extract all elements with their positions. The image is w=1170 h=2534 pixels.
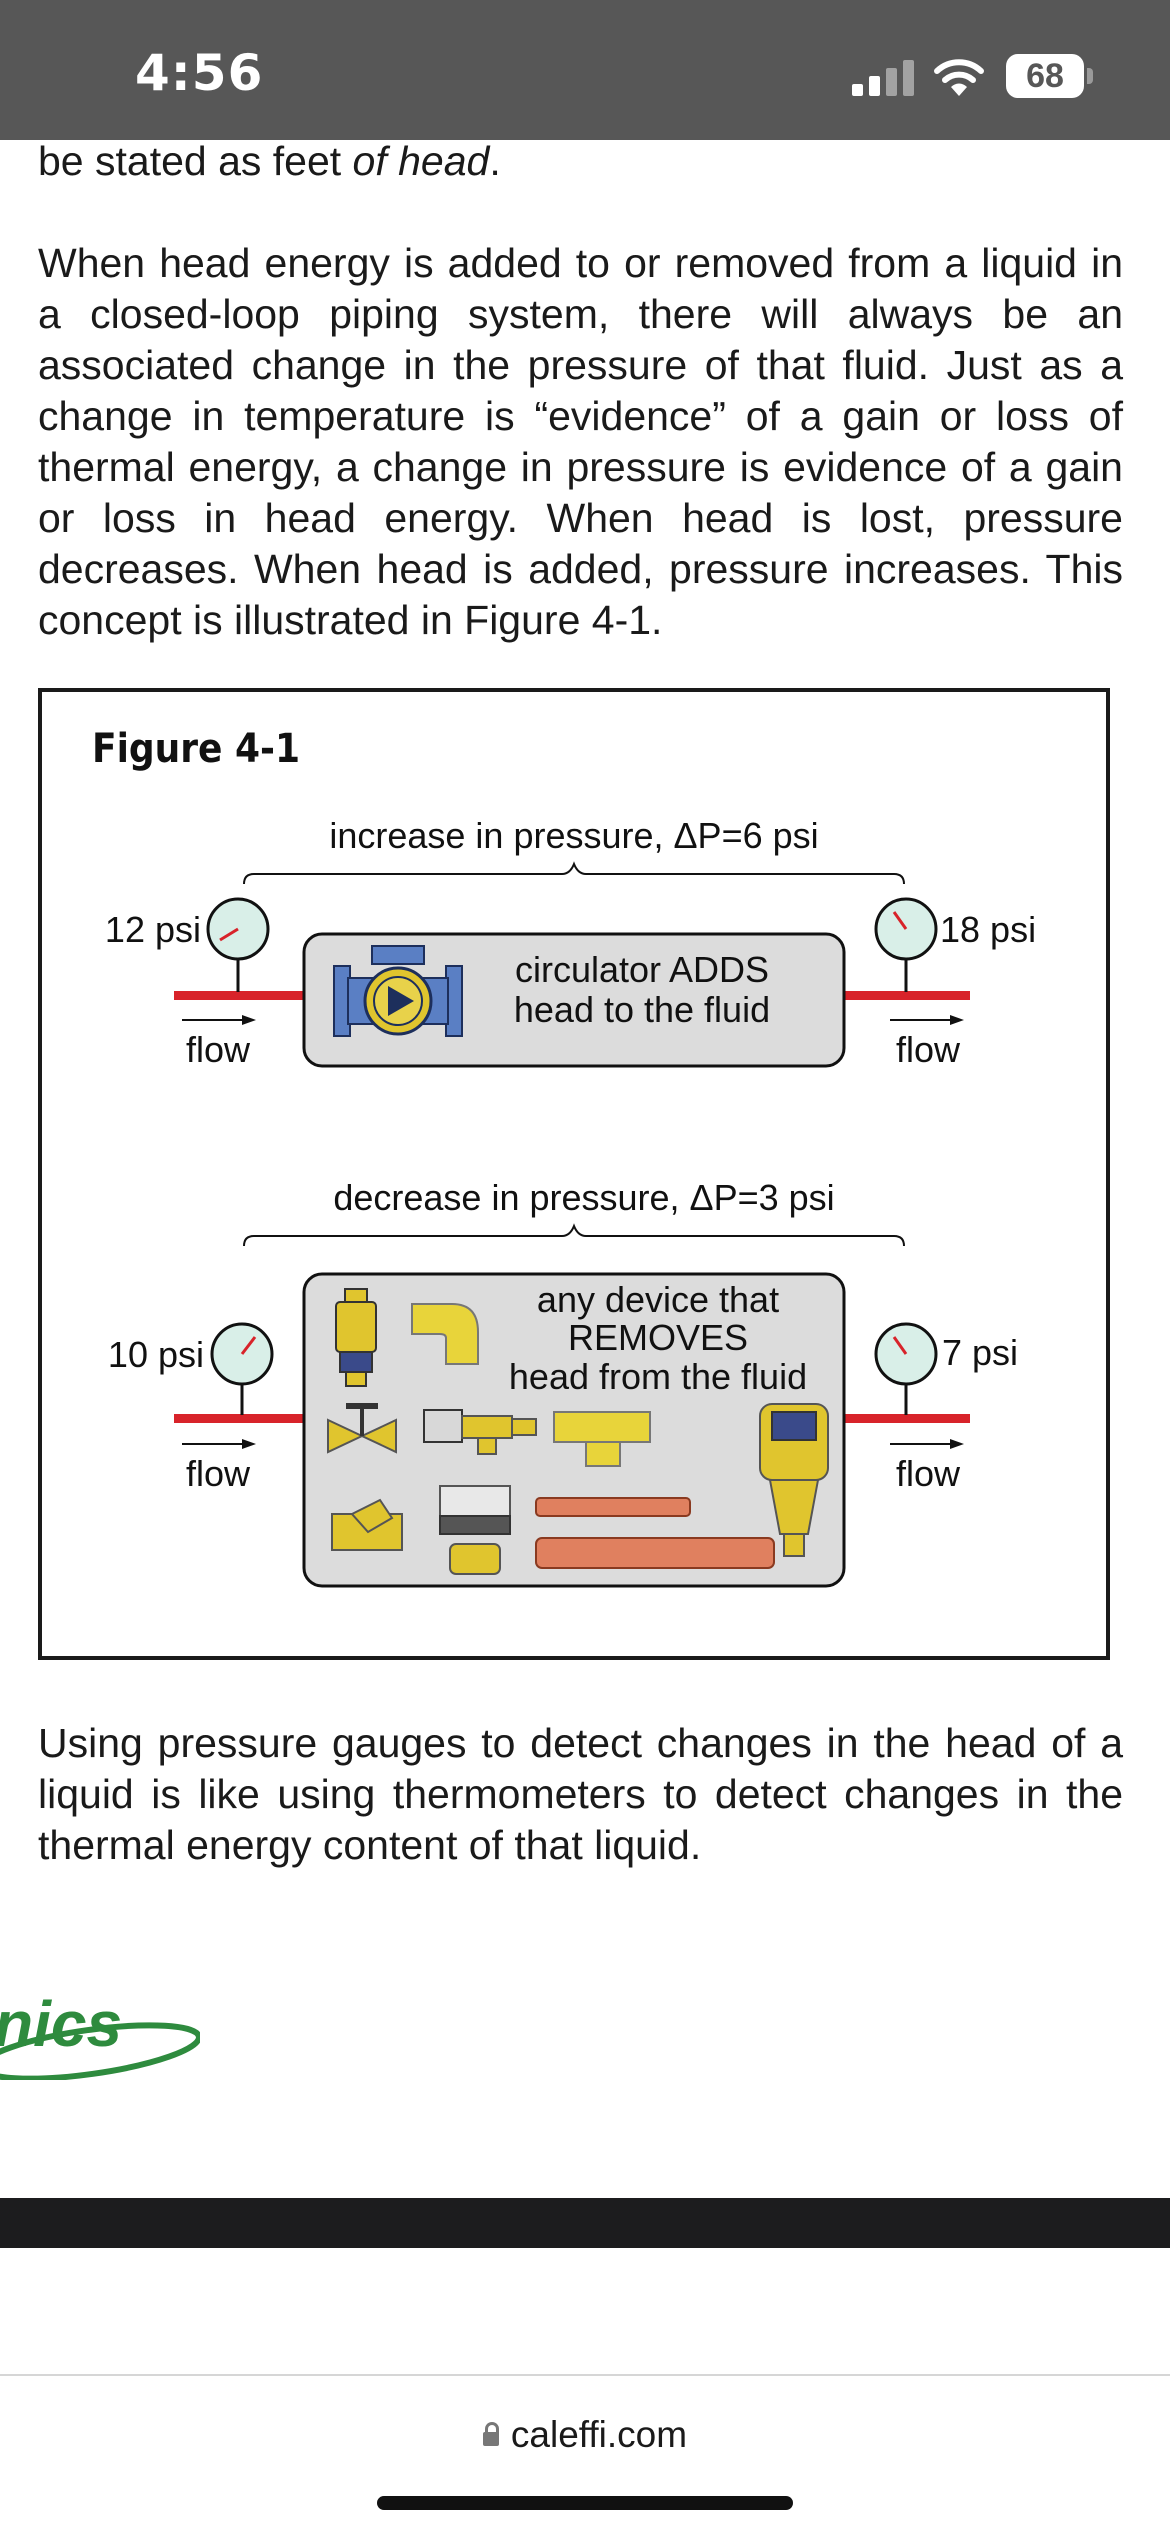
top-right-pressure: 18 psi (940, 909, 1036, 950)
copper-tube-icon (535, 1497, 775, 1569)
status-time: 4:56 (135, 44, 264, 102)
top-left-pressure: 12 psi (105, 909, 201, 950)
air-vent-icon (335, 1288, 377, 1387)
pipe-segment (842, 1414, 970, 1423)
bottom-delta-label: decrease in pressure, ΔP=3 psi (333, 1177, 834, 1218)
flow-arrow-icon (182, 1439, 256, 1449)
browser-bottom-bar: caleffi.com (0, 2374, 1170, 2534)
pipe-tee-icon (553, 1411, 651, 1467)
article-paragraph-2: Using pressure gauges to detect changes … (38, 1720, 1123, 1868)
text-fragment: . (489, 138, 501, 184)
brand-logo-text: nics (0, 1990, 122, 2060)
circulator-pump-icon (333, 945, 463, 1037)
top-device-line-2: head to the fluid (514, 989, 770, 1030)
bottom-right-pressure: 7 psi (942, 1332, 1018, 1373)
bottom-device-line-3: head from the fluid (509, 1356, 807, 1397)
bottom-left-pressure: 10 psi (108, 1334, 204, 1375)
figure-title: Figure 4-1 (92, 726, 300, 772)
bottom-device-line-2: REMOVES (568, 1317, 748, 1358)
footer-dark-band (0, 2198, 1170, 2248)
article-line-top: be stated as feet of head. (38, 136, 1123, 187)
status-bar: 4:56 68 (0, 0, 1170, 140)
strainer-icon (331, 1498, 403, 1551)
bottom-brace (243, 1223, 905, 1247)
article-paragraph-1: When head energy is added to or removed … (38, 240, 1123, 643)
bottom-device-line-1: any device that (537, 1279, 779, 1320)
pressure-gauge-icon (874, 1322, 938, 1386)
pipe-segment (174, 991, 304, 1000)
pipe-segment (174, 1414, 304, 1423)
url-text: caleffi.com (510, 2414, 688, 2455)
battery-tip (1087, 68, 1093, 84)
bottom-flow-left-label: flow (186, 1453, 251, 1494)
top-flow-left-label: flow (186, 1029, 251, 1070)
flow-arrow-icon (890, 1015, 964, 1025)
top-device-line-1: circulator ADDS (515, 949, 769, 990)
flow-arrow-icon (890, 1439, 964, 1449)
zone-valve-icon (439, 1485, 511, 1575)
address-bar[interactable]: caleffi.com (0, 2414, 1170, 2456)
top-brace (243, 861, 905, 885)
bottom-flow-right-label: flow (896, 1453, 961, 1494)
dirt-separator-icon (759, 1403, 829, 1557)
pressure-gauge-icon (874, 897, 938, 961)
pressure-gauge-icon (206, 897, 270, 961)
ball-valve-icon (327, 1403, 397, 1454)
thermostatic-valve-icon (423, 1409, 537, 1455)
figure-diagram: Figure 4-1 increase in pressure, ΔP=6 ps… (92, 726, 1036, 1588)
top-flow-right-label: flow (896, 1029, 961, 1070)
cellular-signal-icon (852, 60, 916, 96)
battery-indicator: 68 (1006, 54, 1084, 98)
circulator-device-box (302, 932, 846, 1068)
flow-arrow-icon (182, 1015, 256, 1025)
top-delta-label: increase in pressure, ΔP=6 psi (329, 815, 818, 856)
emphasis-text: of head (352, 138, 490, 184)
wifi-icon (934, 59, 984, 96)
pipe-elbow-icon (411, 1303, 479, 1365)
brand-logo[interactable]: nics (0, 1990, 200, 2080)
figure-4-1: Figure 4-1 increase in pressure, ΔP=6 ps… (38, 688, 1110, 1660)
pressure-gauge-icon (210, 1322, 274, 1386)
home-indicator[interactable] (377, 2496, 793, 2510)
pipe-segment (842, 991, 970, 1000)
lock-icon (482, 2422, 499, 2446)
text-fragment: be stated as feet (38, 138, 353, 184)
